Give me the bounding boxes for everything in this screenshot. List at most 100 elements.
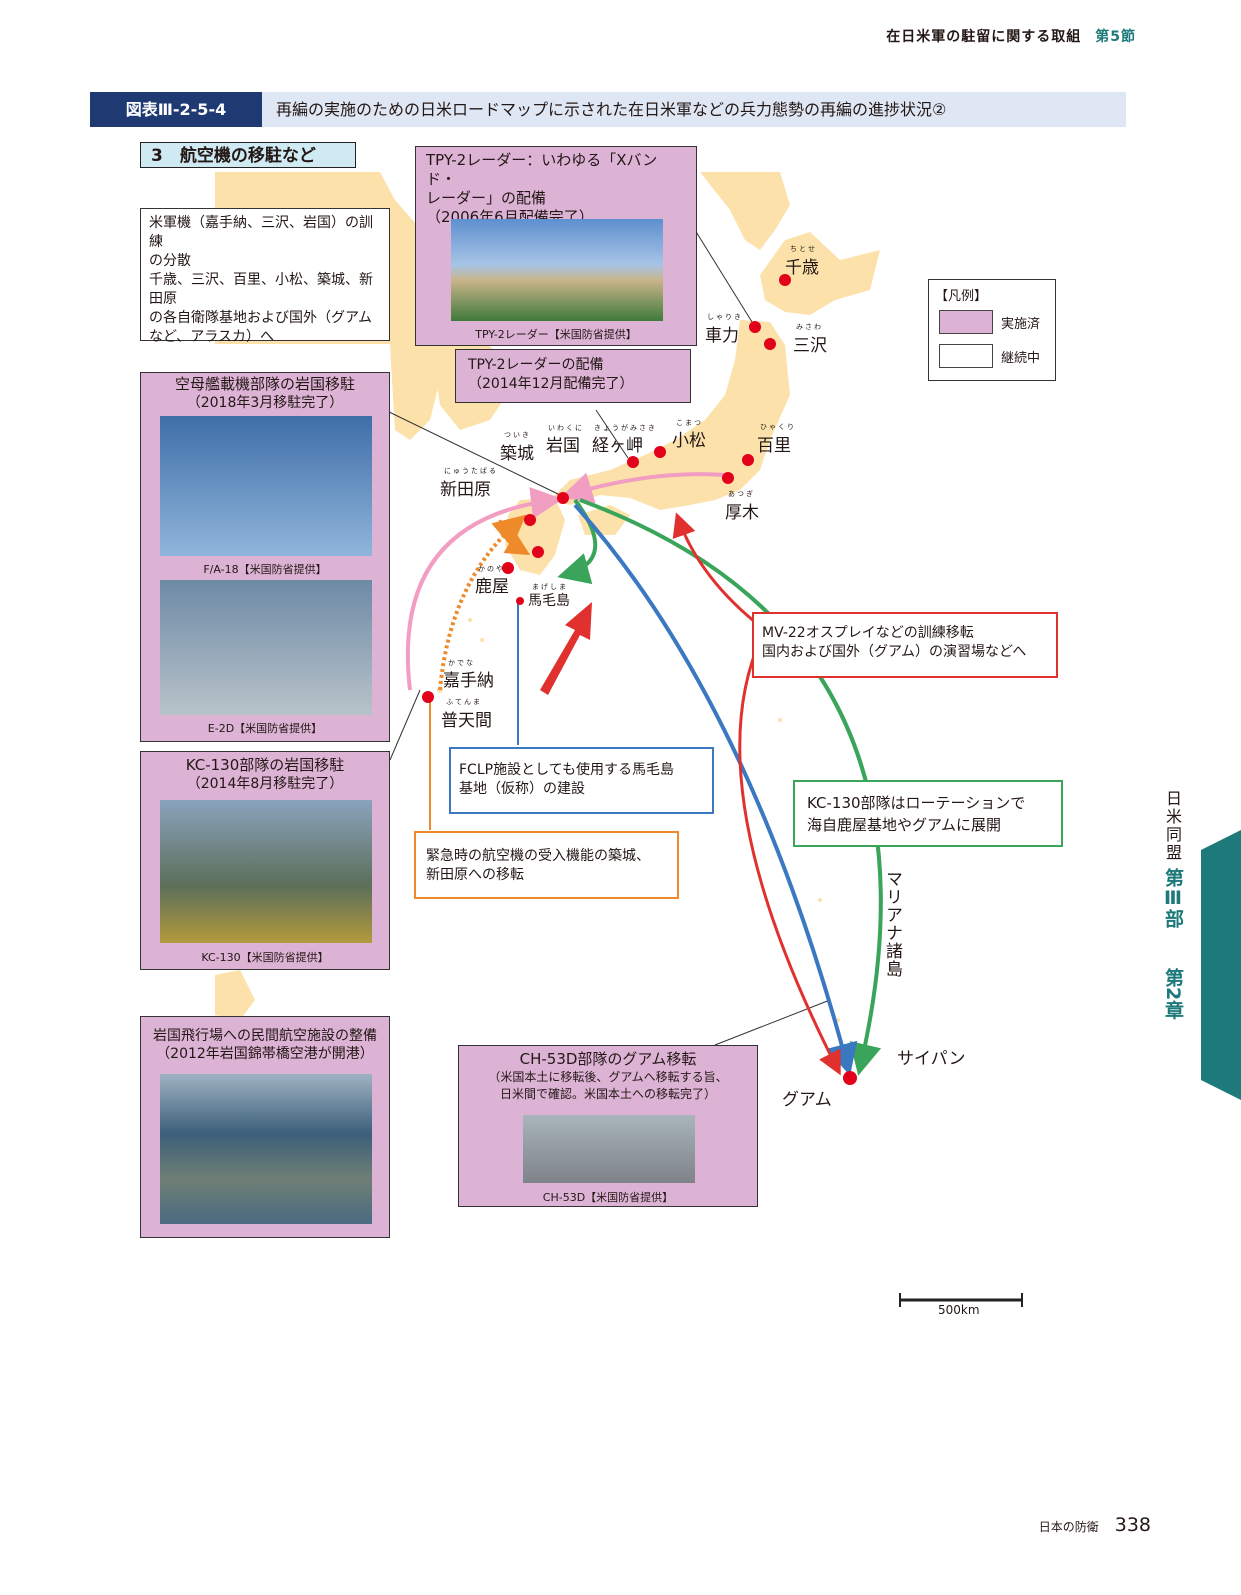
box-line: 千歳、三沢、百里、小松、築城、新田原 bbox=[149, 272, 373, 307]
place-futenma: 普天間 bbox=[441, 711, 492, 731]
fclp-mageshima-box: FCLP施設としても使用する馬毛島 基地（仮称）の建設 bbox=[449, 747, 714, 814]
mv22-training-box: MV-22オスプレイなどの訓練移転 国内および国外（グアム）の演習場などへ bbox=[752, 612, 1058, 678]
carrier-air-wing-box: 空母艦載機部隊の岩国移駐 （2018年3月移駐完了） F/A-18【米国防省提供… bbox=[140, 372, 390, 742]
box-line: 岩国飛行場への民間航空施設の整備 bbox=[153, 1028, 377, 1044]
running-header: 在日米軍の駐留に関する取組第5節 bbox=[886, 26, 1136, 46]
box-line: KC-130部隊はローテーションで bbox=[807, 794, 1026, 812]
ruby-kyogamisaki: きょうがみさき bbox=[594, 424, 657, 432]
legend-label-done: 実施済 bbox=[1001, 317, 1041, 332]
side-tab-chapter: 第2章 bbox=[1162, 968, 1184, 1020]
place-mageshima: 馬毛島 bbox=[528, 593, 570, 609]
box-line: MV-22オスプレイなどの訓練移転 bbox=[762, 625, 974, 641]
green-arrow-guam bbox=[579, 498, 883, 1076]
place-kadena: 嘉手納 bbox=[443, 671, 494, 691]
place-misawa: 三沢 bbox=[793, 336, 827, 356]
ruby-futenma: ふてんま bbox=[446, 698, 482, 706]
photo-caption: KC-130【米国防省提供】 bbox=[201, 951, 329, 964]
photo-caption: TPY-2レーダー【米国防省提供】 bbox=[475, 328, 637, 341]
ruby-atsugi: あつぎ bbox=[728, 490, 755, 498]
place-atsugi: 厚木 bbox=[725, 503, 759, 523]
box-line: FCLP施設としても使用する馬毛島 bbox=[459, 762, 674, 778]
kc130-rotation-box: KC-130部隊はローテーションで 海自鹿屋基地やグアムに展開 bbox=[793, 780, 1063, 847]
place-tsuiki: 築城 bbox=[500, 444, 534, 464]
tpy2-2014-box: TPY-2レーダーの配備 （2014年12月配備完了） bbox=[455, 349, 691, 403]
ruby-iwakuni: いわくに bbox=[548, 424, 584, 432]
emergency-reception-box: 緊急時の航空機の受入機能の築城、 新田原への移転 bbox=[414, 831, 679, 899]
box-line: （2014年12月配備完了） bbox=[468, 376, 634, 392]
ruby-shariki: しゃりき bbox=[707, 313, 743, 321]
box-line: など、アラスカ）へ bbox=[149, 329, 275, 345]
ruby-chitose: ちとせ bbox=[790, 245, 817, 253]
box-line: TPY-2レーダー：いわゆる「Xバンド・ bbox=[426, 151, 658, 188]
side-tab-title: 日米同盟 bbox=[1163, 790, 1182, 862]
place-nyutabaru: 新田原 bbox=[440, 480, 491, 500]
box-line: （2012年岩国錦帯橋空港が開港） bbox=[156, 1046, 374, 1062]
ruby-komatsu: こまつ bbox=[676, 419, 703, 427]
box-line: 緊急時の航空機の受入機能の築城、 bbox=[426, 848, 650, 864]
place-saipan: サイパン bbox=[897, 1049, 966, 1069]
ch53d-box: CH-53D部隊のグアム移転 （米国本土に移転後、グアムへ移転する旨、 日米間で… bbox=[458, 1045, 758, 1207]
box-line: TPY-2レーダーの配備 bbox=[468, 357, 604, 373]
honshu-land bbox=[550, 320, 790, 510]
scale-label: 500km bbox=[938, 1303, 980, 1317]
photo-caption: F/A-18【米国防省提供】 bbox=[203, 563, 327, 576]
blue-arrow-guam bbox=[573, 503, 858, 1076]
place-hyakuri: 百里 bbox=[757, 436, 791, 456]
box-subtitle: （2018年3月移駐完了） bbox=[186, 395, 344, 411]
ruby-mageshima: まげしま bbox=[532, 583, 568, 591]
box-line: 国内および国外（グアム）の演習場などへ bbox=[762, 644, 1027, 660]
box-line: 日米間で確認。米国本土への移転完了） bbox=[499, 1087, 716, 1101]
russia-land bbox=[700, 172, 790, 250]
legend: 【凡例】 実施済 継続中 bbox=[928, 279, 1056, 381]
figure-title: 再編の実施のための日米ロードマップに示された在日米軍などの兵力態勢の再編の進捗状… bbox=[262, 92, 1126, 127]
box-line: の各自衛隊基地および国外（グアム bbox=[149, 310, 373, 326]
training-dispersal-box: 米軍機（嘉手納、三沢、岩国）の訓練 の分散 千歳、三沢、百里、小松、築城、新田原… bbox=[140, 208, 390, 345]
photo-caption: CH-53D【米国防省提供】 bbox=[542, 1191, 674, 1204]
place-marianas: マリアナ諸島 bbox=[882, 870, 902, 978]
box-line: 基地（仮称）の建設 bbox=[459, 781, 585, 797]
legend-title: 【凡例】 bbox=[935, 289, 988, 304]
box-subtitle: （2014年8月移駐完了） bbox=[186, 776, 344, 792]
kc130-relocation-box: KC-130部隊の岩国移駐 （2014年8月移駐完了） KC-130【米国防省提… bbox=[140, 751, 390, 970]
legend-label-ongoing: 継続中 bbox=[1001, 351, 1041, 366]
place-iwakuni: 岩国 bbox=[546, 436, 580, 456]
place-komatsu: 小松 bbox=[672, 431, 706, 451]
legend-swatch-done bbox=[939, 310, 993, 334]
section-title: 3 航空機の移駐など bbox=[140, 142, 356, 168]
page-number: 338 bbox=[1114, 1514, 1151, 1536]
ruby-kanoya: かのや bbox=[478, 565, 505, 573]
figure-id: 図表Ⅲ-2-5-4 bbox=[90, 92, 262, 127]
place-kanoya: 鹿屋 bbox=[475, 577, 509, 597]
place-kyogamisaki: 経ヶ岬 bbox=[592, 436, 643, 456]
red-arrow-honshu bbox=[672, 512, 766, 632]
iwakuni-civil-box: 岩国飛行場への民間航空施設の整備 （2012年岩国錦帯橋空港が開港） bbox=[140, 1016, 390, 1238]
red-arrow-guam bbox=[738, 629, 841, 1076]
iwakuni-airport-photo bbox=[160, 1074, 372, 1224]
box-title: CH-53D部隊のグアム移転 bbox=[519, 1050, 697, 1068]
ruby-nyutabaru: にゅうたばる bbox=[444, 467, 498, 475]
section-label: 第5節 bbox=[1095, 29, 1136, 45]
tpy2-xband-box: TPY-2レーダー：いわゆる「Xバンド・ レーダー」の配備 （2006年6月配備… bbox=[415, 146, 697, 346]
side-tab-part: 第Ⅲ部 bbox=[1162, 868, 1184, 928]
pink-arrow-kadena-iwakuni bbox=[405, 487, 563, 691]
hokkaido-land bbox=[760, 232, 880, 315]
ruby-tsuiki: ついき bbox=[504, 431, 531, 439]
box-line: 米軍機（嘉手納、三沢、岩国）の訓練 bbox=[149, 215, 373, 250]
pink-arrow-hyakuri-iwakuni bbox=[560, 472, 726, 504]
chapter-text: 在日米軍の駐留に関する取組 bbox=[886, 29, 1082, 45]
place-shariki: 車力 bbox=[705, 326, 739, 346]
legend-swatch-ongoing bbox=[939, 344, 993, 368]
ruby-hyakuri: ひゃくり bbox=[760, 423, 796, 431]
fa18-photo bbox=[160, 416, 372, 556]
box-line: の分散 bbox=[149, 253, 191, 269]
box-line: 海自鹿屋基地やグアムに展開 bbox=[807, 816, 1001, 834]
side-tab-stripes bbox=[1201, 830, 1241, 1100]
kc130-photo bbox=[160, 800, 372, 943]
ch53d-photo bbox=[523, 1115, 695, 1183]
tpy2-radar-photo bbox=[451, 219, 663, 321]
e2d-photo bbox=[160, 580, 372, 715]
box-line: 新田原への移転 bbox=[426, 867, 524, 883]
taiwan-land bbox=[215, 970, 255, 1020]
ruby-kadena: かでな bbox=[448, 659, 475, 667]
